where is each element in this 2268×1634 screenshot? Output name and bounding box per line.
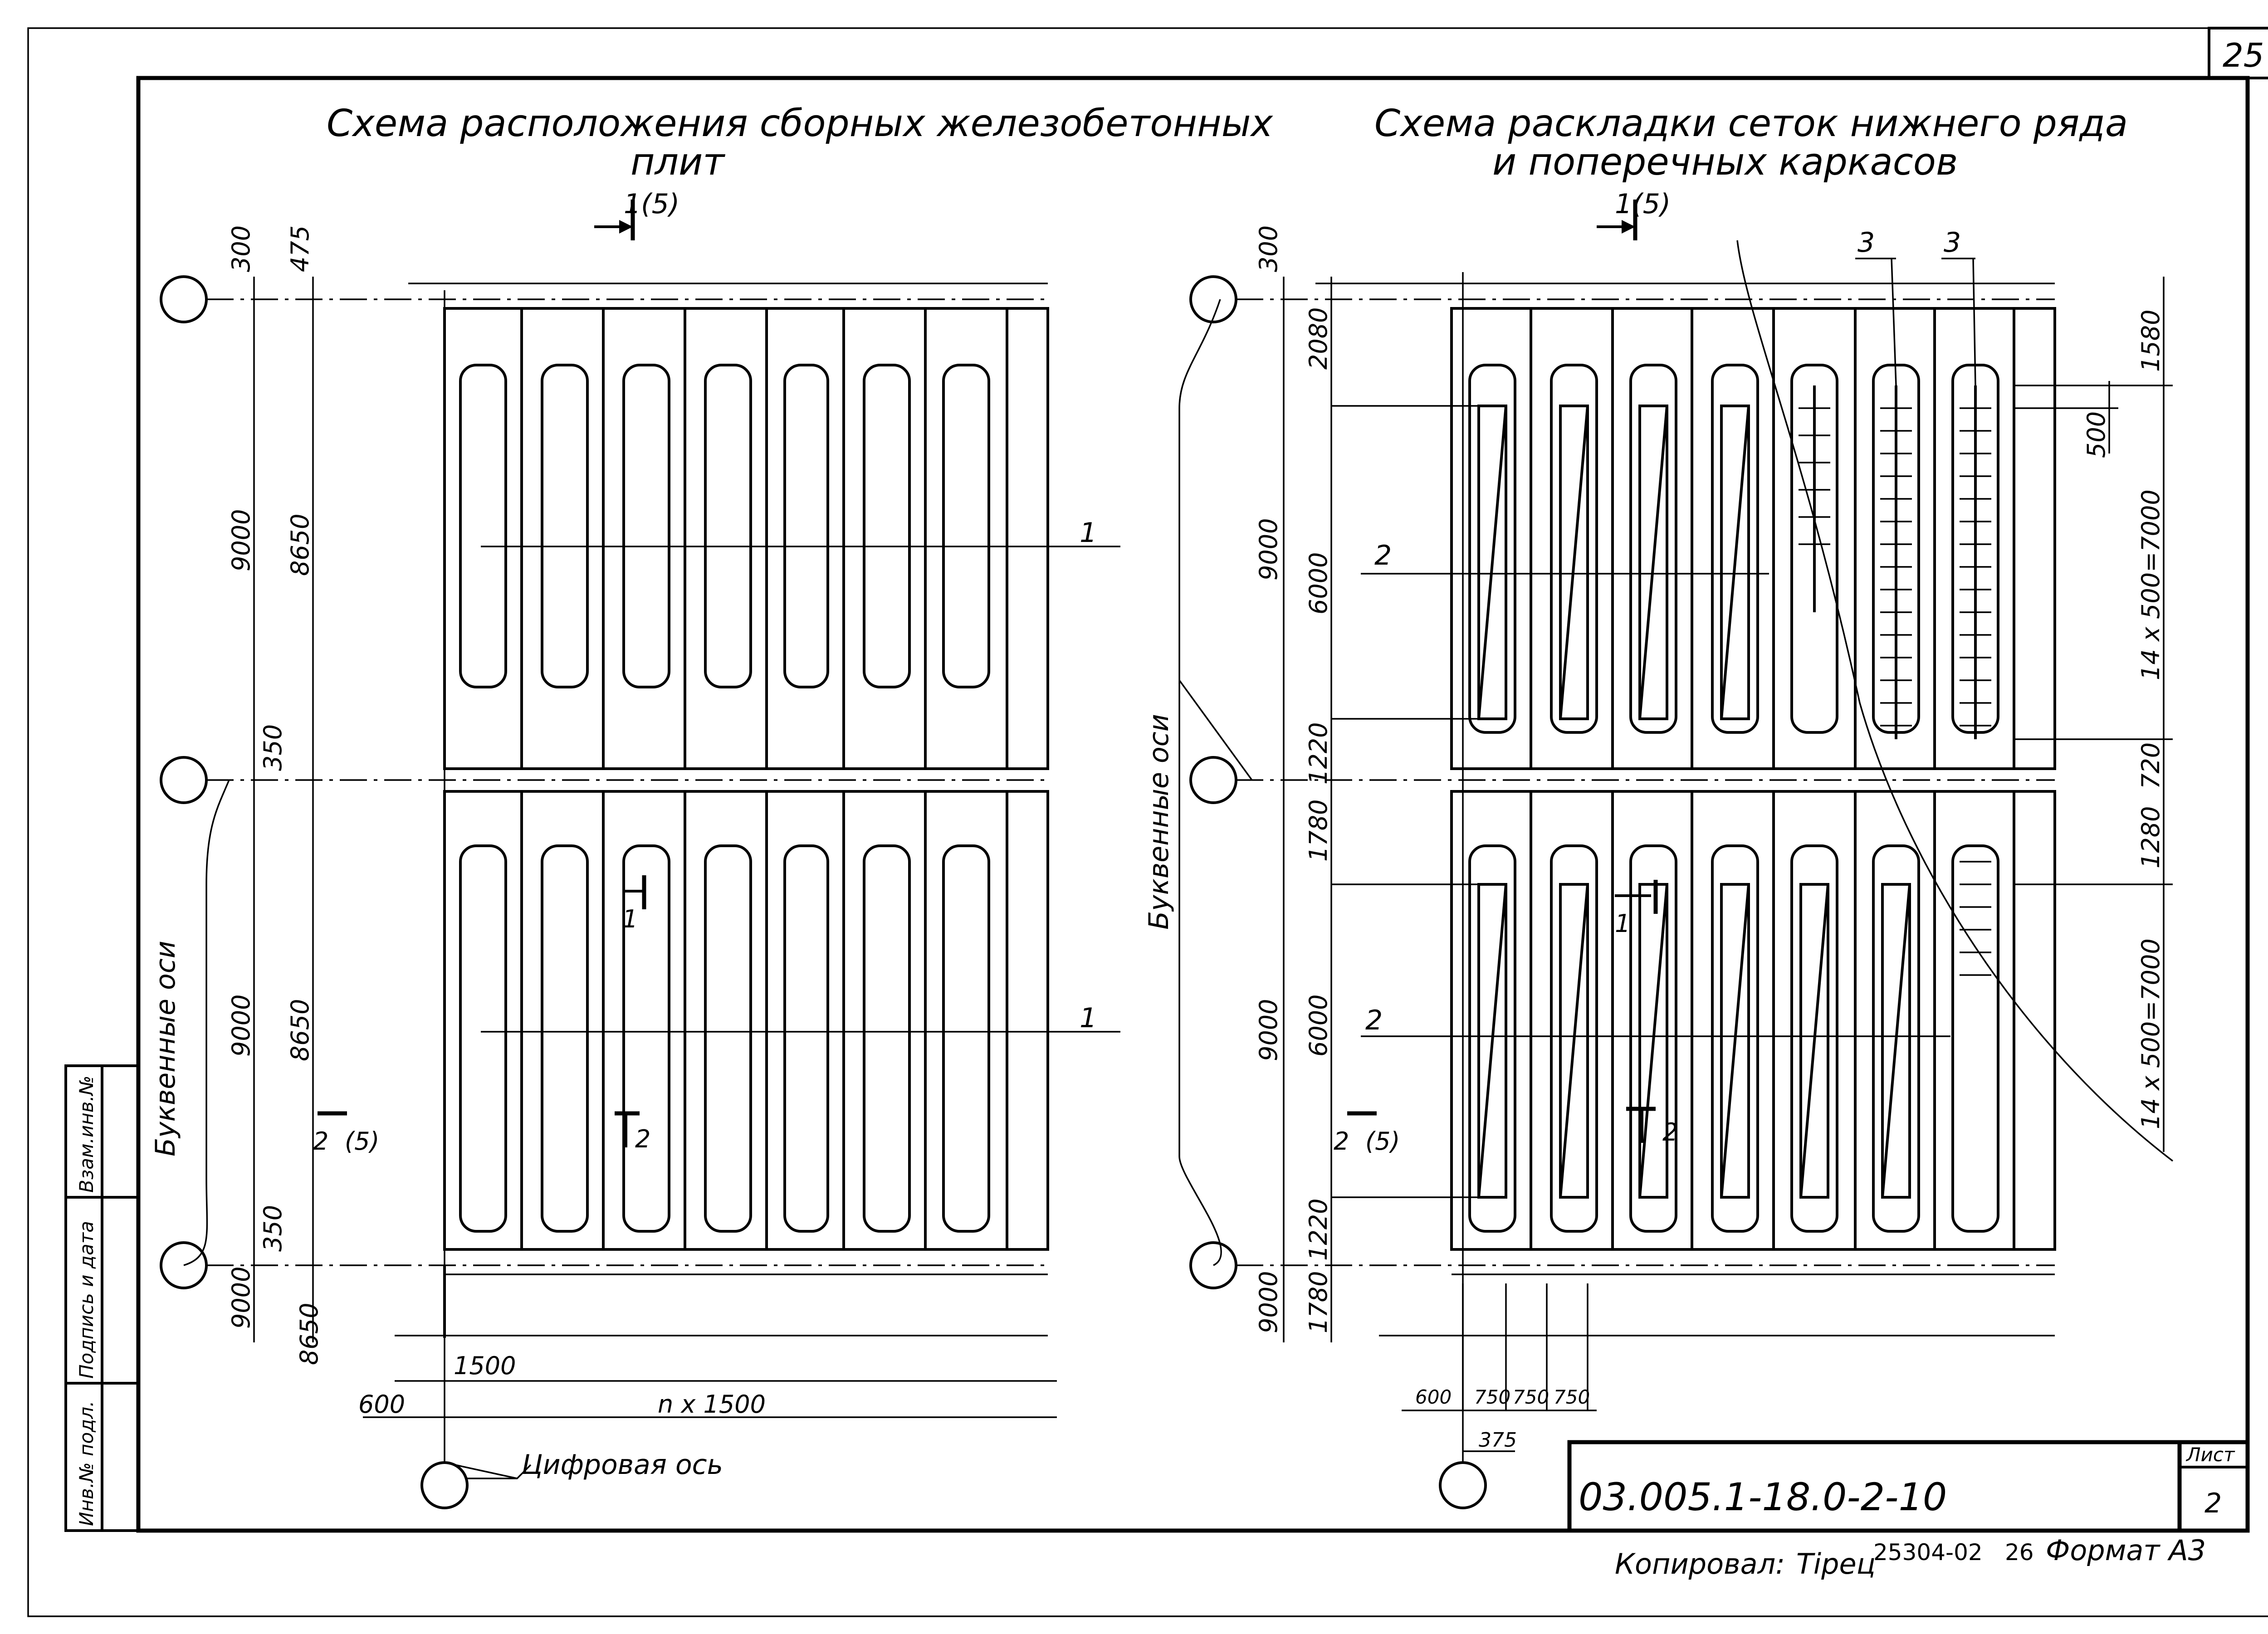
axis-circle: [420, 1461, 469, 1509]
dim-14x500-2: 14 x 500=7000: [2136, 938, 2165, 1129]
svg-text:1(5): 1(5): [624, 188, 679, 220]
axis-circle: [1189, 756, 1237, 804]
dim-9000-r1: 9000: [1254, 518, 1283, 580]
svg-text:1: 1: [622, 905, 638, 933]
dim-1580: 1580: [2136, 310, 2165, 372]
svg-text:1(5): 1(5): [1615, 188, 1671, 220]
axis-circle: [1189, 275, 1237, 323]
svg-text:1: 1: [1615, 909, 1630, 938]
mark-3-a: 3: [1857, 227, 1875, 259]
digital-axis: Цифровая ось: [522, 1449, 723, 1481]
dim-1500: 1500: [454, 1351, 516, 1380]
letter-axes-right: Буквенные оси: [1143, 714, 1175, 930]
order-tail: 26: [2005, 1539, 2034, 1566]
mark-2-top: 2: [1374, 540, 1392, 571]
cut-2-right: 2: [1334, 1127, 1349, 1156]
dim-1220-1: 1220: [1304, 722, 1333, 785]
page-number-box: [2208, 27, 2268, 79]
dim-750-2: 750: [1513, 1386, 1549, 1408]
mark-1-bottom: 1: [1080, 1002, 1097, 1034]
dim-1280: 1280: [2136, 806, 2165, 868]
dim-720: 720: [2136, 742, 2165, 789]
dim-8650-2: 8650: [286, 999, 314, 1061]
page-number: 25: [2223, 36, 2264, 74]
cut-2-right-ref: (5): [1365, 1127, 1400, 1156]
stamp-signature-date: Подпись и дата: [75, 1221, 98, 1379]
axis-circle: [1439, 1461, 1487, 1509]
mark-3-b: 3: [1944, 227, 1961, 259]
right-plan: 2 2 3 3 1 2 2 (5) 300 9000 9000 9000 208…: [1143, 225, 2174, 1509]
dim-750-1: 750: [1474, 1386, 1510, 1408]
dim-750-3: 750: [1554, 1386, 1590, 1408]
title-block: 03.005.1-18.0-2-10 Лист 2 Копировал: Тір…: [1567, 1440, 2250, 1580]
dim-300-r: 300: [1254, 225, 1283, 272]
dim-1780-2: 1780: [1304, 1271, 1333, 1333]
dim-500: 500: [2082, 411, 2111, 458]
dim-300: 300: [227, 225, 255, 272]
section-mark-right: 1(5): [1597, 188, 1671, 240]
section-mark-left: 1(5): [594, 188, 679, 240]
dim-9000-r2: 9000: [1254, 999, 1283, 1061]
dim-9000-1: 9000: [227, 509, 255, 571]
dim-6000-1: 6000: [1304, 552, 1333, 615]
drawing-code: 03.005.1-18.0-2-10: [1579, 1475, 1947, 1519]
axis-circle: [160, 275, 208, 323]
dim-475: 475: [286, 225, 314, 272]
dim-1780-1: 1780: [1304, 800, 1333, 862]
copier-signature: Тірец: [1796, 1547, 1876, 1580]
dim-8650-1: 8650: [286, 514, 314, 576]
mark-2-bottom: 2: [1365, 1005, 1383, 1036]
cut-2-left: 2: [313, 1127, 328, 1156]
dim-375: 375: [1479, 1429, 1517, 1452]
dim-600: 600: [358, 1390, 405, 1419]
stamp-vzam-inv: Взам.инв.№: [75, 1076, 98, 1193]
dim-2080: 2080: [1304, 307, 1333, 370]
right-title-line2: и поперечных каркасов: [1492, 141, 1958, 184]
dim-n-1500: n x 1500: [658, 1390, 766, 1419]
dim-1220-2: 1220: [1304, 1199, 1333, 1261]
left-plan: 1 1 1 2 2 (5) 300 475 9000 9000 9000 865…: [150, 225, 1120, 1509]
svg-text:2: 2: [635, 1125, 650, 1153]
copied-by: Копировал:: [1615, 1547, 1785, 1580]
dim-9000-r3: 9000: [1254, 1271, 1283, 1333]
dim-350-1: 350: [259, 724, 287, 771]
side-stamp: Взам.инв.№ Подпись и дата Инв.№ подл.: [64, 1064, 140, 1532]
dim-14x500-1: 14 x 500=7000: [2136, 489, 2165, 680]
mark-1-top: 1: [1080, 517, 1097, 549]
dim-350-2: 350: [259, 1205, 287, 1252]
sheet-no: 2: [2204, 1488, 2222, 1519]
paper-format: Формат А3: [2046, 1534, 2206, 1567]
sheet-label: Лист: [2185, 1444, 2235, 1466]
order-no: 25304-02: [1873, 1539, 1983, 1566]
dim-9000-2: 9000: [227, 995, 255, 1057]
stamp-inv-podl: Инв.№ подл.: [75, 1401, 98, 1526]
svg-text:2: 2: [1662, 1118, 1678, 1146]
right-title-line1: Схема раскладки сеток нижнего ряда: [1374, 102, 2128, 145]
dim-6000-2: 6000: [1304, 995, 1333, 1057]
letter-axes-left: Буквенные оси: [150, 941, 181, 1156]
dim-8650-3: 8650: [295, 1303, 323, 1365]
left-title-line1: Схема расположения сборных железобетонны…: [327, 102, 1273, 145]
axis-circle: [160, 756, 208, 804]
outer-frame: [27, 27, 2268, 1617]
dim-9000-3: 9000: [227, 1267, 255, 1329]
cut-2-left-ref: (5): [345, 1127, 380, 1156]
dim-600-r: 600: [1415, 1386, 1452, 1408]
inner-frame: [136, 76, 2250, 1533]
left-title-line2: плит: [631, 141, 725, 184]
